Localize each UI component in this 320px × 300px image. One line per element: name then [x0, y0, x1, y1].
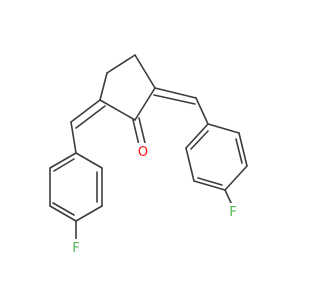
left-fluorine-label: F [72, 241, 79, 256]
right-c-f-bond [224, 189, 233, 206]
bond-ring-top-right [134, 54, 156, 89]
left-vinyl-bond [70, 121, 77, 154]
right-vinyl-bond [195, 97, 209, 125]
left-phenyl-ring [49, 152, 103, 222]
oxygen-label: O [138, 145, 148, 160]
bond-ring-top [106, 54, 136, 74]
oxygen-atom: O [136, 143, 150, 160]
right-fluorine-label: F [229, 205, 236, 220]
cyclopentanone-ring [99, 54, 156, 121]
right-fluorine-atom: F [227, 203, 239, 220]
bond-ring-right [134, 87, 156, 121]
right-exocyclic-double-bond [153, 87, 197, 105]
left-exocyclic-double-bond [70, 99, 106, 129]
bond-ring-bottom [99, 99, 136, 121]
right-phenyl-ring [185, 123, 248, 191]
carbonyl-bond [132, 117, 146, 146]
bond-ring-left [99, 72, 108, 101]
molecule-structure: O F F [49, 54, 248, 256]
left-fluorine-atom: F [70, 239, 82, 256]
